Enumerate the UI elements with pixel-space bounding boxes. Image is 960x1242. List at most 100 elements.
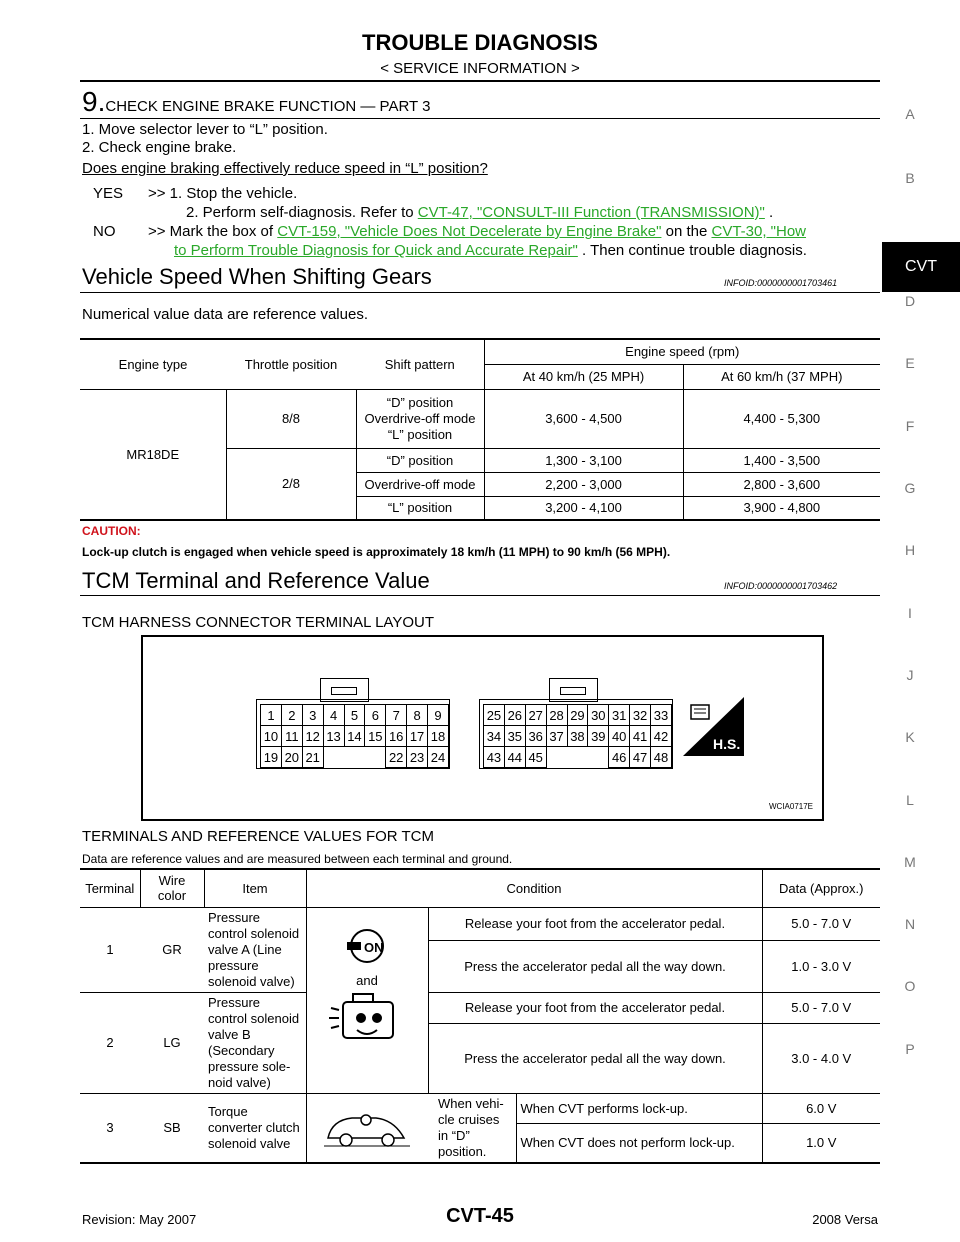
terminal-data: 3.0 - 4.0 V	[761, 1022, 880, 1093]
side-index-o[interactable]: O	[904, 978, 916, 994]
connector-pin: 46	[608, 746, 631, 768]
harness-side-badge: H.S.	[683, 697, 744, 756]
side-index-i[interactable]: I	[908, 605, 912, 621]
connector-pin: 44	[503, 746, 526, 768]
terminal-th-wire: Wire color	[139, 869, 204, 907]
step-rule	[80, 118, 880, 119]
terminal-condition: Release your foot from the accelerator p…	[427, 906, 762, 941]
speed-value-40: 3,600 - 4,500	[483, 388, 683, 448]
connector-pin: 7	[385, 704, 408, 726]
terminal-table: Terminal Wire color Item Condition Data …	[80, 868, 880, 1164]
yes-line-2: 2. Perform self-diagnosis. Refer to CVT-…	[186, 204, 773, 221]
side-index-f[interactable]: F	[905, 418, 915, 434]
page-title: TROUBLE DIAGNOSIS	[362, 30, 598, 55]
connector-pin: 33	[650, 704, 672, 726]
and-text: and	[356, 972, 378, 988]
connector-pin: 5	[343, 704, 366, 726]
terminal-wire: SB	[140, 1092, 204, 1163]
connector-pin: 19	[260, 746, 282, 768]
side-index-d[interactable]: D	[904, 293, 916, 309]
connector-gap	[588, 747, 609, 768]
connector-pin: 15	[364, 725, 387, 747]
engine-running-icon	[329, 992, 394, 1039]
connector-pin: 11	[280, 725, 303, 747]
link-cvt-30[interactable]: CVT-30, "How	[711, 223, 807, 240]
side-index-m[interactable]: M	[904, 854, 916, 870]
speed-value-60: 2,800 - 3,600	[682, 471, 880, 496]
link-cvt-159[interactable]: CVT-159, "Vehicle Does Not Decelerate by…	[277, 223, 662, 240]
terminal-item: Torque converter clutch solenoid valve	[204, 1092, 306, 1163]
header-rule	[80, 80, 880, 82]
connector-gap	[344, 747, 365, 768]
speed-th-engine: Engine type	[118, 356, 188, 372]
connector-pin: 30	[587, 704, 610, 726]
step-instruction-2: 2. Check engine brake.	[82, 139, 237, 156]
connector-pin: 34	[483, 725, 505, 747]
connector-pin: 24	[427, 746, 449, 768]
connector-gap	[567, 747, 588, 768]
no-label: NO	[93, 223, 116, 240]
yes-line-2-end: .	[764, 204, 774, 221]
speed-value-60: 1,400 - 3,500	[682, 447, 880, 472]
ignition-key-on-icon: ON	[347, 928, 384, 963]
speed-shift: Overdrive-off mode	[355, 471, 484, 496]
step-title: CHECK ENGINE BRAKE FUNCTION — PART 3	[105, 98, 431, 115]
connector-pin: 3	[301, 704, 324, 726]
terminal-condition: Press the accelerator pedal all the way …	[427, 1022, 762, 1093]
side-index-g[interactable]: G	[904, 480, 916, 496]
speed-th-engine-speed: Engine speed (rpm)	[483, 339, 880, 364]
connector-right-latch	[549, 678, 598, 702]
latch-slot	[331, 687, 357, 695]
side-index-l[interactable]: L	[906, 792, 914, 808]
connector-pin: 18	[427, 725, 449, 747]
section-speed-rule	[80, 292, 880, 293]
section-tcm-infoid: INFOID:0000000001703462	[724, 581, 838, 591]
terminal-number: 3	[80, 1092, 140, 1163]
figure-code: WCIA0717E	[769, 802, 814, 811]
terminal-data: 1.0 V	[761, 1123, 880, 1163]
side-index-n[interactable]: N	[904, 916, 916, 932]
speed-throttle-2-8: 2/8	[225, 447, 356, 520]
side-index-active-tab[interactable]: CVT	[882, 242, 960, 292]
connector-pin: 48	[650, 746, 672, 768]
ignition-on-text: ON	[364, 940, 384, 955]
vehicle-cruising-icon-cell	[305, 1092, 428, 1163]
connector-pin: 12	[301, 725, 324, 747]
section-speed-title: Vehicle Speed When Shifting Gears	[82, 264, 432, 289]
connector-gap	[546, 747, 567, 768]
connector-pin: 29	[566, 704, 589, 726]
no-line-2: to Perform Trouble Diagnosis for Quick a…	[174, 242, 807, 259]
no-line-1-text: >> Mark the box of	[148, 223, 278, 240]
side-index-k[interactable]: K	[905, 729, 915, 745]
terminal-condition-group: When vehi-cle cruises in “D” position.	[428, 1092, 516, 1163]
no-line-1-mid: on the	[661, 223, 712, 240]
side-index-b[interactable]: B	[905, 170, 915, 186]
connector-gap	[365, 747, 386, 768]
footer-revision: Revision: May 2007	[82, 1212, 197, 1227]
ignition-on-and-engine-icon-cell: ON and	[305, 906, 428, 1093]
page-subtitle: < SERVICE INFORMATION >	[380, 60, 580, 77]
link-cvt-30-cont[interactable]: to Perform Trouble Diagnosis for Quick a…	[174, 242, 578, 259]
connector-pin: 8	[406, 704, 428, 726]
speed-shift-d: “D” position	[386, 394, 454, 410]
speed-engine-type: MR18DE	[80, 388, 226, 520]
connector-pin: 26	[503, 704, 526, 726]
side-index-j[interactable]: J	[906, 667, 914, 683]
side-index-a[interactable]: A	[905, 106, 915, 122]
speed-shift: “L” position	[355, 495, 484, 520]
terminal-data: 6.0 V	[761, 1092, 880, 1124]
connector-pin: 25	[483, 704, 505, 726]
caution-text: Lock-up clutch is engaged when vehicle s…	[82, 545, 671, 559]
terminal-item: Pressure control solenoid valve B (Secon…	[204, 991, 306, 1093]
side-index-e[interactable]: E	[905, 355, 915, 371]
no-line-1: >> Mark the box of CVT-159, "Vehicle Doe…	[148, 223, 806, 240]
connector-pin: 21	[301, 746, 324, 768]
vehicle-driving-icon	[324, 1114, 411, 1147]
side-index-p[interactable]: P	[905, 1041, 915, 1057]
link-cvt-47[interactable]: CVT-47, "CONSULT-III Function (TRANSMISS…	[417, 204, 765, 221]
side-index-h[interactable]: H	[904, 542, 916, 558]
footer-model: 2008 Versa	[812, 1212, 878, 1227]
speed-shift: “D” position	[355, 447, 484, 472]
section-tcm-title: TCM Terminal and Reference Value	[82, 568, 430, 593]
terminal-wire: GR	[140, 906, 204, 992]
